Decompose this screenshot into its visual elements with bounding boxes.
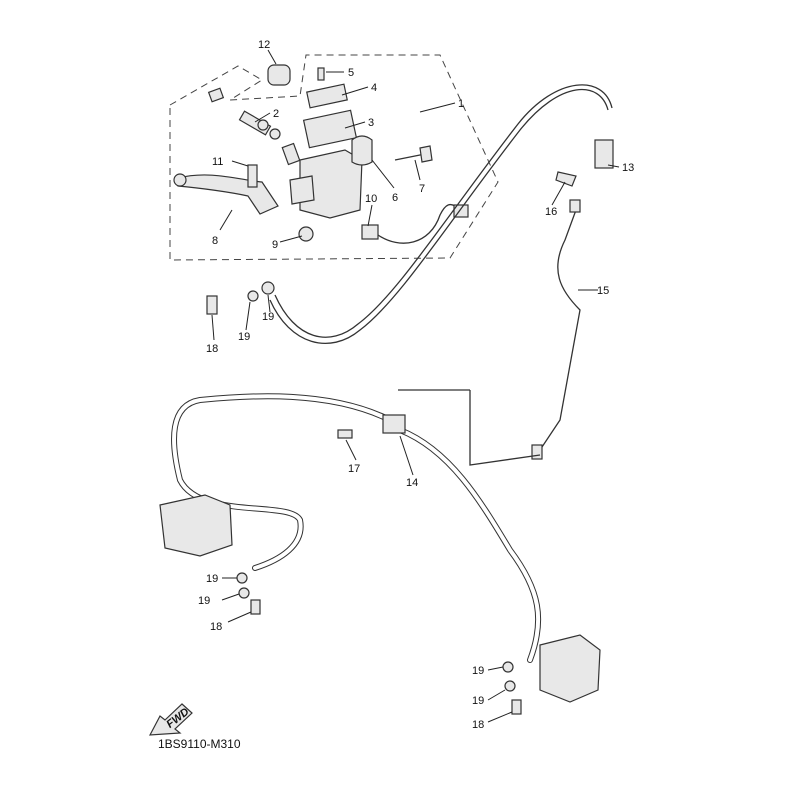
master-cylinder-parts xyxy=(173,64,469,244)
diaphragm xyxy=(302,109,358,149)
callout-14: 14 xyxy=(406,477,418,489)
callout-2: 2 xyxy=(273,108,279,120)
callout-19-right-a: 19 xyxy=(472,665,484,677)
caliper-left xyxy=(159,494,233,557)
fitting-13 xyxy=(594,139,614,169)
bolt-11 xyxy=(247,164,258,188)
callout-3: 3 xyxy=(368,117,374,129)
master-cylinder-body xyxy=(299,149,363,219)
callout-9: 9 xyxy=(272,239,278,251)
callout-16: 16 xyxy=(545,206,557,218)
joint-14 xyxy=(382,414,406,434)
callout-18-left: 18 xyxy=(210,621,222,633)
callout-numbers: 12 5 4 1 2 3 11 6 7 10 8 9 13 16 15 18 1… xyxy=(198,39,634,731)
upper-hoses xyxy=(206,84,614,466)
cap-9 xyxy=(298,226,314,242)
callout-6: 6 xyxy=(392,192,398,204)
callout-5: 5 xyxy=(348,67,354,79)
callout-19-upper-left: 19 xyxy=(238,331,250,343)
callout-7: 7 xyxy=(419,183,425,195)
caliper-right xyxy=(539,634,601,703)
callout-15: 15 xyxy=(597,285,609,297)
clip-16 xyxy=(555,171,577,187)
holder xyxy=(351,135,373,166)
callout-11: 11 xyxy=(212,156,223,168)
callout-18-upper: 18 xyxy=(206,343,218,355)
callout-1: 1 xyxy=(458,98,464,110)
switch-10 xyxy=(361,224,379,240)
callout-19-left-b: 19 xyxy=(198,595,210,607)
lower-hoses xyxy=(159,393,601,715)
diagram-code: 1BS9110-M310 xyxy=(158,737,241,751)
callout-17: 17 xyxy=(348,463,360,475)
callout-19-left-a: 19 xyxy=(206,573,218,585)
boot xyxy=(267,64,291,86)
reservoir-cap xyxy=(306,83,348,109)
callout-19-right-b: 19 xyxy=(472,695,484,707)
master-cylinder-assembly-outline xyxy=(169,54,499,261)
callout-4: 4 xyxy=(371,82,377,94)
callout-18-right: 18 xyxy=(472,719,484,731)
lever xyxy=(177,174,279,215)
bolt-17 xyxy=(337,429,353,439)
callout-19-upper-right: 19 xyxy=(262,311,274,323)
forward-direction-badge: FWD xyxy=(148,703,193,736)
callout-12: 12 xyxy=(258,39,270,51)
callout-10: 10 xyxy=(365,193,377,205)
bolt-18a xyxy=(206,295,218,315)
callout-8: 8 xyxy=(212,235,218,247)
callout-13: 13 xyxy=(622,162,634,174)
leader-lines xyxy=(211,49,620,723)
